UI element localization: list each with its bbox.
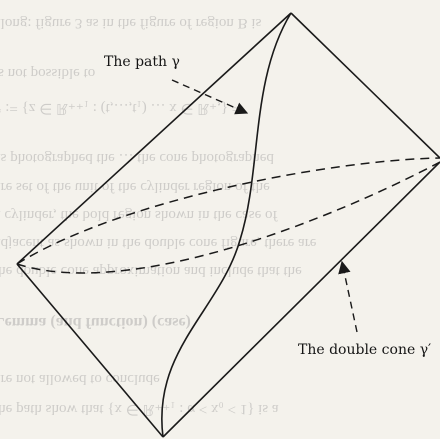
cross-section-ellipse (16, 157, 440, 274)
path-gamma-label: The path γ (104, 54, 180, 70)
double-cone-label: The double cone γ′ (298, 342, 431, 358)
cone-edge-lower-left (16, 263, 164, 438)
cone-edge-upper-right (290, 12, 440, 159)
path-label-arrow (171, 79, 249, 115)
annotation-arrows (171, 79, 358, 333)
ellipse-back-arc (16, 157, 440, 265)
cone-outline (16, 12, 440, 438)
cone-edge-lower-right (162, 161, 440, 438)
ellipse-front-arc (16, 161, 440, 274)
cone-edge-upper-left (16, 12, 292, 265)
path-gamma-curve (161, 12, 292, 438)
cone-label-arrow (338, 260, 358, 333)
